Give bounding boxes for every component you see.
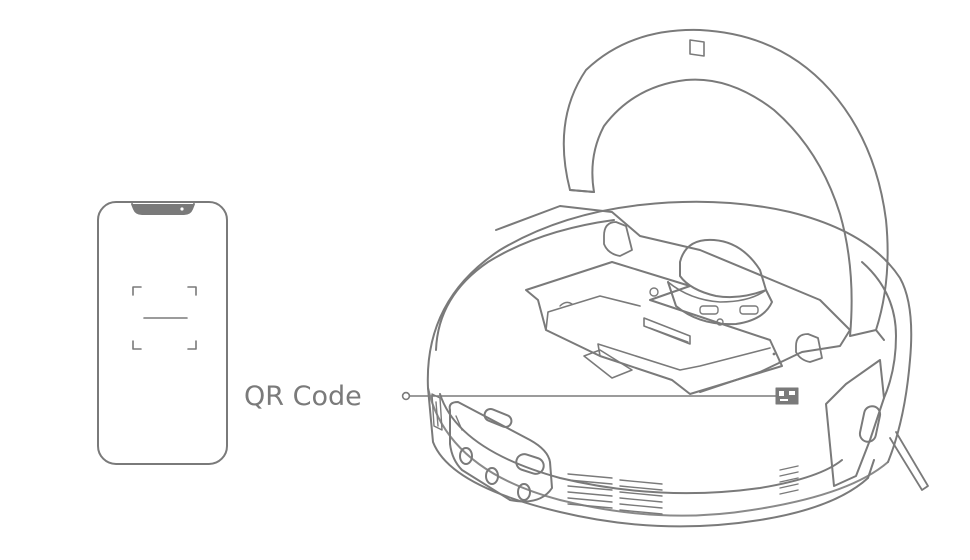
robot-right-hinge-clip <box>795 333 823 363</box>
robot-inner-shell-right <box>861 261 897 399</box>
front-control-panel <box>448 401 553 503</box>
front-button-top <box>483 408 513 428</box>
robot-lid-hinge-tab <box>689 39 705 57</box>
qr-code-label: QR Code <box>244 381 362 412</box>
lds-turret <box>649 238 773 326</box>
left-side-vent <box>431 393 443 431</box>
robot-open-lid <box>562 28 889 337</box>
phone-camera-dot <box>180 207 184 211</box>
indicator-dot <box>778 360 782 364</box>
front-button-power <box>459 447 473 465</box>
phone-notch <box>131 203 195 215</box>
front-button-spot <box>517 483 531 501</box>
robot-side-wall <box>427 387 875 528</box>
robot-side-sensor <box>858 405 882 443</box>
robot-left-hinge-clip <box>603 221 633 257</box>
robot-side-wall-inner <box>439 393 843 495</box>
qr-code-sticker <box>775 387 799 405</box>
front-button-home <box>485 467 499 485</box>
robot-top-deck <box>495 205 851 393</box>
smartphone-icon <box>97 201 228 465</box>
side-brush-arm <box>889 431 929 491</box>
robot-outer-rim <box>426 200 913 463</box>
qr-code-callout: QR Code <box>244 381 783 412</box>
robot-inner-shell <box>435 219 615 351</box>
indicator-dot <box>772 352 776 356</box>
qr-scan-frame-icon <box>132 286 197 350</box>
front-button-right <box>515 453 545 475</box>
front-grille <box>567 473 663 515</box>
right-side-grille <box>779 465 799 495</box>
robot-vacuum-illustration <box>426 28 929 528</box>
phone-body <box>97 201 228 465</box>
robot-right-panel <box>825 359 885 487</box>
callout-anchor-dot <box>401 391 411 401</box>
robot-lid-edge <box>569 189 885 341</box>
dust-bin-tray <box>525 261 783 395</box>
robot-base-edge <box>427 387 889 517</box>
